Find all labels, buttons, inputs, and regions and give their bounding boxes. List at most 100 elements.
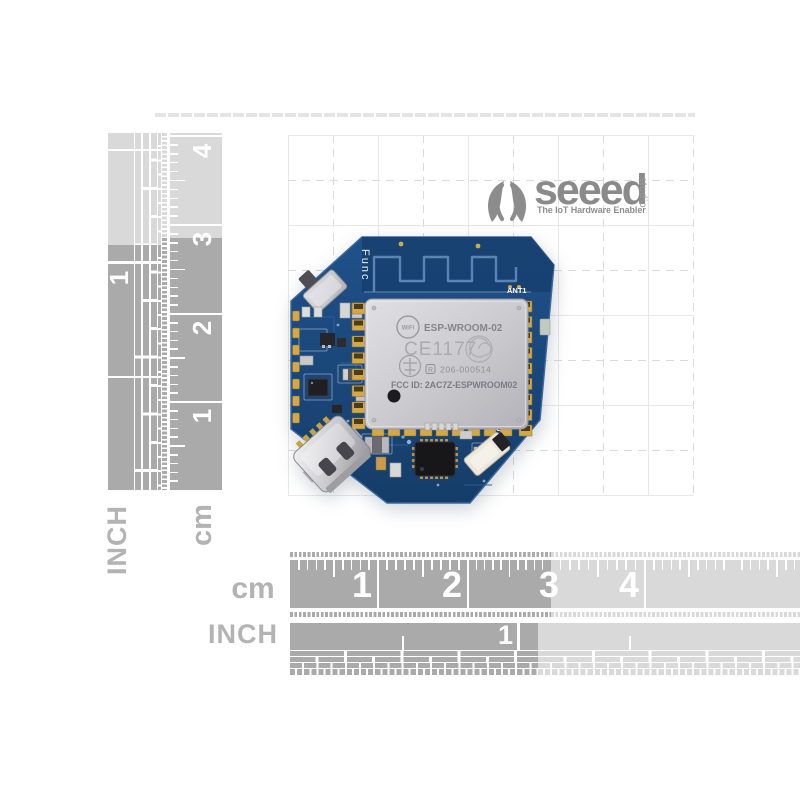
- decor: [170, 322, 178, 324]
- decor: [688, 560, 690, 577]
- decor: [315, 560, 318, 570]
- left-inch-ruler-number-1: 1: [104, 270, 134, 286]
- decor: [538, 669, 800, 675]
- decor: [143, 245, 149, 490]
- func-slide-switch: [298, 269, 348, 313]
- decor: [395, 560, 397, 570]
- decor: [170, 238, 222, 490]
- decor: [350, 560, 353, 570]
- module-fcc-text: FCC ID: 2AC7Z-ESPWROOM02: [391, 380, 517, 390]
- decor: [288, 135, 694, 136]
- decor: [288, 225, 694, 226]
- decor: [500, 560, 502, 570]
- decor: [151, 245, 157, 490]
- left-inch-ruler-unit-label: INCH: [101, 505, 132, 575]
- decor: [758, 560, 761, 570]
- pcb-antenna-trace: [364, 255, 531, 293]
- decor: [170, 339, 178, 342]
- decor: [551, 552, 800, 557]
- decor: [143, 133, 149, 245]
- decor: [170, 357, 185, 359]
- silkscreen-func-label: Func: [359, 249, 371, 281]
- module-cert-mark: [398, 354, 422, 378]
- decor: [170, 259, 178, 262]
- bottom-cm-ruler-number-2: 2: [441, 564, 462, 605]
- decor: [288, 180, 694, 181]
- decor: [108, 133, 134, 245]
- decor: [135, 245, 141, 490]
- decor: [793, 560, 796, 570]
- seeed-logo-wordmark: seeed: [534, 166, 648, 214]
- decor: [467, 560, 469, 608]
- decor: [606, 560, 609, 570]
- decor: [517, 560, 519, 570]
- decor: [569, 560, 571, 570]
- bottom-inch-ruler-number-1: 1: [497, 619, 513, 650]
- decor: [290, 651, 538, 656]
- decor: [170, 188, 178, 191]
- decor: [324, 560, 326, 570]
- decor: [333, 560, 335, 577]
- left-cm-ruler-number-4: 4: [187, 143, 217, 159]
- decor: [402, 636, 404, 650]
- left-cm-ruler-number-1: 1: [187, 408, 217, 424]
- decor: [377, 560, 379, 608]
- decor: [551, 560, 800, 608]
- left-cm-ruler-number-3: 3: [187, 231, 217, 247]
- decor: [538, 623, 800, 650]
- decor: [776, 560, 778, 577]
- decor: [108, 261, 161, 264]
- decor: [170, 224, 222, 226]
- decor: [290, 657, 538, 662]
- micro-usb-connector: [293, 415, 371, 493]
- decor: [170, 330, 178, 333]
- decor: [162, 133, 167, 238]
- decor: [483, 560, 486, 570]
- decor: [386, 560, 388, 570]
- reset-button: [463, 432, 511, 476]
- decor: [135, 133, 141, 245]
- decor: [661, 560, 664, 570]
- decor: [170, 366, 178, 368]
- main-ic-chip: [412, 439, 458, 479]
- decor: [306, 560, 309, 570]
- decor: [170, 153, 178, 155]
- decor: [578, 560, 580, 570]
- decor: [170, 304, 178, 306]
- bottom-cm-ruler-number-4: 4: [618, 564, 639, 605]
- decor: [492, 560, 494, 570]
- bottom-inch-ruler-unit-label: INCH: [208, 618, 278, 649]
- left-edge-pads: [292, 310, 300, 424]
- decor: [170, 454, 178, 456]
- decor: [170, 286, 178, 289]
- decor: [170, 233, 178, 235]
- seeed-logo-tagline: The IoT Hardware Enabler: [537, 205, 646, 215]
- decor: [170, 401, 222, 403]
- decor: [170, 383, 178, 386]
- decor: [670, 560, 673, 570]
- decor: [538, 663, 800, 668]
- decor: [155, 113, 695, 117]
- decor: [538, 651, 800, 656]
- decor: [170, 197, 178, 200]
- decor: [170, 135, 222, 137]
- decor: [170, 462, 178, 465]
- decor: [170, 480, 178, 482]
- decor: [170, 348, 178, 350]
- decor: [538, 657, 800, 662]
- decor: [597, 560, 599, 577]
- decor: [108, 149, 161, 151]
- left-cm-ruler-number-2: 2: [187, 320, 217, 336]
- decor: [404, 560, 406, 570]
- decor: [475, 560, 478, 570]
- decor: [449, 560, 451, 570]
- silkscreen-ant1-label: ANT1: [507, 286, 527, 295]
- decor: [290, 663, 538, 668]
- decor: [108, 376, 161, 378]
- decor: [170, 313, 222, 315]
- decor: [170, 410, 178, 412]
- decor: [170, 170, 178, 173]
- decor: [359, 560, 362, 570]
- module-ce-text: CE1177: [404, 339, 477, 360]
- decor: [587, 560, 590, 570]
